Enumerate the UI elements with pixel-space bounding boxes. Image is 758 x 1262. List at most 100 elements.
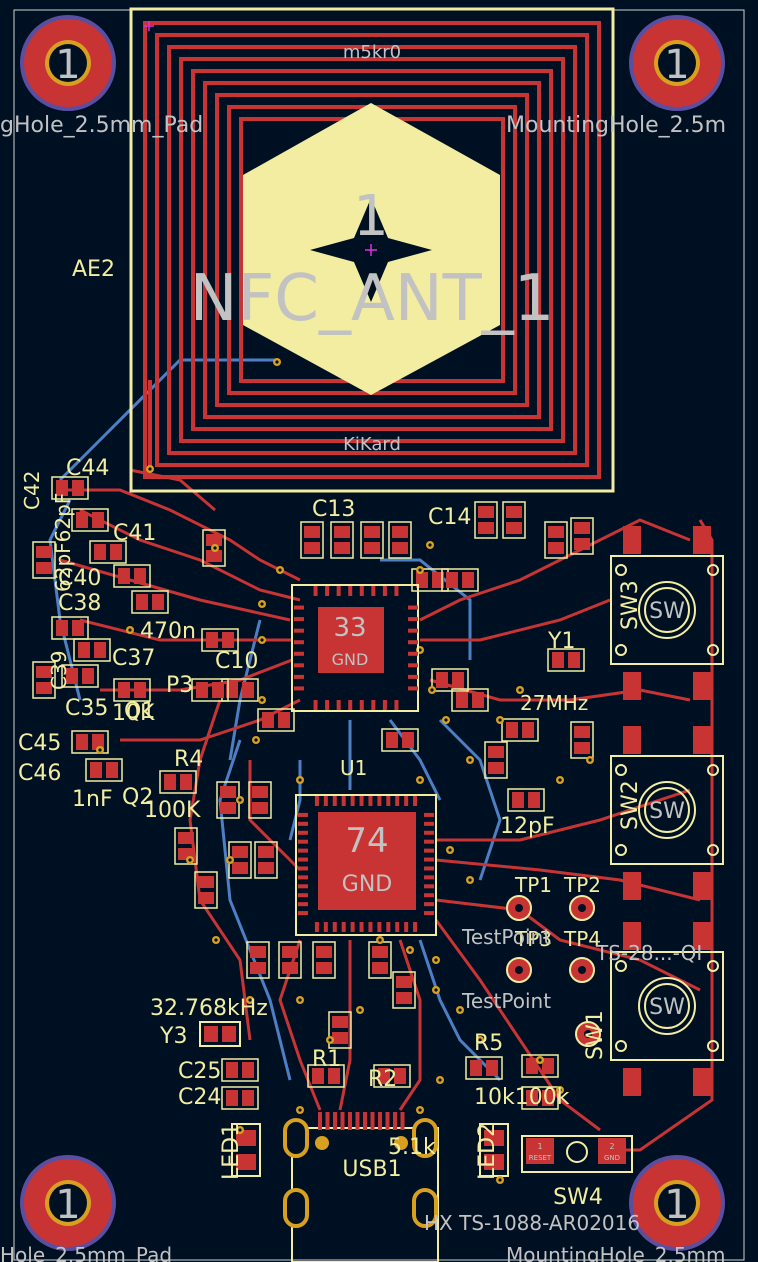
fab-labels: TestPoint TestPoint HX TS-1088-AR02016 T… bbox=[0, 925, 726, 1262]
svg-text:RESET: RESET bbox=[529, 1154, 552, 1162]
svg-text:SW3: SW3 bbox=[618, 580, 643, 630]
switch-pad bbox=[623, 672, 641, 700]
ic-pad-net: GND bbox=[342, 872, 392, 897]
antenna-bottom-fab-text: KiKard bbox=[343, 434, 401, 455]
svg-text:SW1: SW1 bbox=[583, 1010, 608, 1060]
hole-pad-number: 1 bbox=[55, 42, 80, 88]
front-trace bbox=[188, 699, 252, 1041]
test-point-hole bbox=[515, 904, 523, 912]
passive-component bbox=[307, 1064, 345, 1088]
front-trace bbox=[79, 508, 301, 602]
ic-pin bbox=[424, 830, 434, 835]
passive-component bbox=[392, 971, 416, 1009]
ic-pin bbox=[350, 796, 355, 806]
usb1-designator: USB1 bbox=[342, 1157, 401, 1182]
ic-pin bbox=[424, 893, 434, 898]
via-hole bbox=[328, 1038, 332, 1042]
svg-text:TP2: TP2 bbox=[563, 873, 601, 897]
svg-text:C14: C14 bbox=[428, 505, 471, 530]
ic-pin bbox=[298, 875, 308, 880]
ic-pin bbox=[408, 605, 418, 610]
svg-text:C38: C38 bbox=[58, 591, 101, 616]
reset-switch-sw4[interactable]: 1 RESET 2 GND SW4 bbox=[521, 1135, 633, 1210]
svg-text:R2: R2 bbox=[368, 1067, 397, 1092]
mounting-hole-top-right[interactable]: 1 bbox=[629, 15, 725, 111]
passive-component bbox=[51, 476, 89, 500]
ic-pin bbox=[408, 640, 418, 645]
passive-component bbox=[465, 1056, 503, 1080]
antenna-origin-icon bbox=[144, 21, 154, 31]
passive-component bbox=[373, 1064, 411, 1088]
ic-pin bbox=[413, 796, 418, 806]
test-point-hole bbox=[578, 966, 586, 974]
via-hole bbox=[260, 698, 264, 702]
back-trace bbox=[380, 558, 472, 660]
mounting-hole-bottom-right[interactable]: 1 bbox=[629, 1155, 725, 1251]
led-pad bbox=[484, 1154, 504, 1170]
via-hole bbox=[298, 998, 302, 1002]
via-hole bbox=[188, 858, 192, 862]
switch-fab-label: SW bbox=[649, 799, 685, 824]
switch-pad bbox=[623, 922, 641, 950]
back-trace bbox=[288, 760, 302, 841]
nfc-antenna[interactable]: 1 NFC_ANT_1 m5kr0 KiKard AE2 bbox=[72, 7, 615, 493]
ic-pin bbox=[424, 821, 434, 826]
passive-component bbox=[521, 1086, 559, 1110]
passive-component bbox=[248, 781, 272, 819]
ic-pin bbox=[325, 700, 330, 710]
mounting-hole-bottom-left[interactable]: 1 bbox=[20, 1155, 116, 1251]
ic-pin bbox=[404, 922, 409, 932]
led-pad bbox=[236, 1130, 256, 1146]
via-hole bbox=[458, 1008, 462, 1012]
passive-component bbox=[51, 616, 89, 640]
passive-component bbox=[388, 521, 412, 559]
passive-component bbox=[71, 508, 109, 532]
mounting-hole-top-left[interactable]: 1 bbox=[20, 15, 116, 111]
back-trace bbox=[388, 719, 442, 801]
passive-component bbox=[368, 941, 392, 979]
passive-component bbox=[570, 721, 594, 759]
svg-text:Y1: Y1 bbox=[547, 629, 575, 654]
passive-component bbox=[85, 758, 123, 782]
usb-pin bbox=[363, 1112, 367, 1130]
ic-pin bbox=[408, 628, 418, 633]
passive-component bbox=[547, 648, 585, 672]
passive-component bbox=[201, 628, 239, 652]
ic-mcu-top[interactable]: 33 GND bbox=[291, 584, 419, 712]
ic-pin bbox=[359, 796, 364, 806]
ic-pin bbox=[294, 686, 304, 691]
ic-pin bbox=[298, 884, 308, 889]
passive-component bbox=[474, 501, 498, 539]
sw4-designator: SW4 bbox=[553, 1185, 603, 1210]
passive-component bbox=[32, 541, 56, 579]
usb-pin bbox=[378, 1112, 382, 1130]
svg-text:C10: C10 bbox=[215, 649, 258, 674]
passive-component bbox=[221, 678, 259, 702]
tactile-switch: SW bbox=[610, 526, 724, 700]
ic-main-bottom[interactable]: 74 GND bbox=[295, 794, 437, 936]
passive-component bbox=[73, 638, 111, 662]
ic-pin bbox=[332, 922, 337, 932]
ic-pin bbox=[298, 839, 308, 844]
usb-c-connector[interactable]: USB1 bbox=[283, 1112, 439, 1262]
front-trace bbox=[120, 698, 301, 742]
front-copper-traces bbox=[56, 468, 714, 1152]
ic-pin bbox=[298, 830, 308, 835]
passive-component bbox=[246, 941, 270, 979]
svg-text:LED1: LED1 bbox=[219, 1123, 244, 1180]
test-points[interactable] bbox=[506, 895, 601, 1047]
svg-text:1nF: 1nF bbox=[72, 787, 113, 812]
svg-text:C44: C44 bbox=[66, 456, 109, 481]
svg-text:C35: C35 bbox=[65, 696, 108, 721]
ic-pin bbox=[359, 922, 364, 932]
via-hole bbox=[254, 738, 258, 742]
svg-text:TP1: TP1 bbox=[514, 873, 552, 897]
ic-pin bbox=[377, 922, 382, 932]
crystal-pad bbox=[222, 1026, 236, 1042]
passive-component bbox=[278, 941, 302, 979]
ic-pin bbox=[424, 839, 434, 844]
svg-text:Hole_2.5mm_Pad: Hole_2.5mm_Pad bbox=[0, 1243, 172, 1262]
led-outline bbox=[231, 1123, 261, 1177]
